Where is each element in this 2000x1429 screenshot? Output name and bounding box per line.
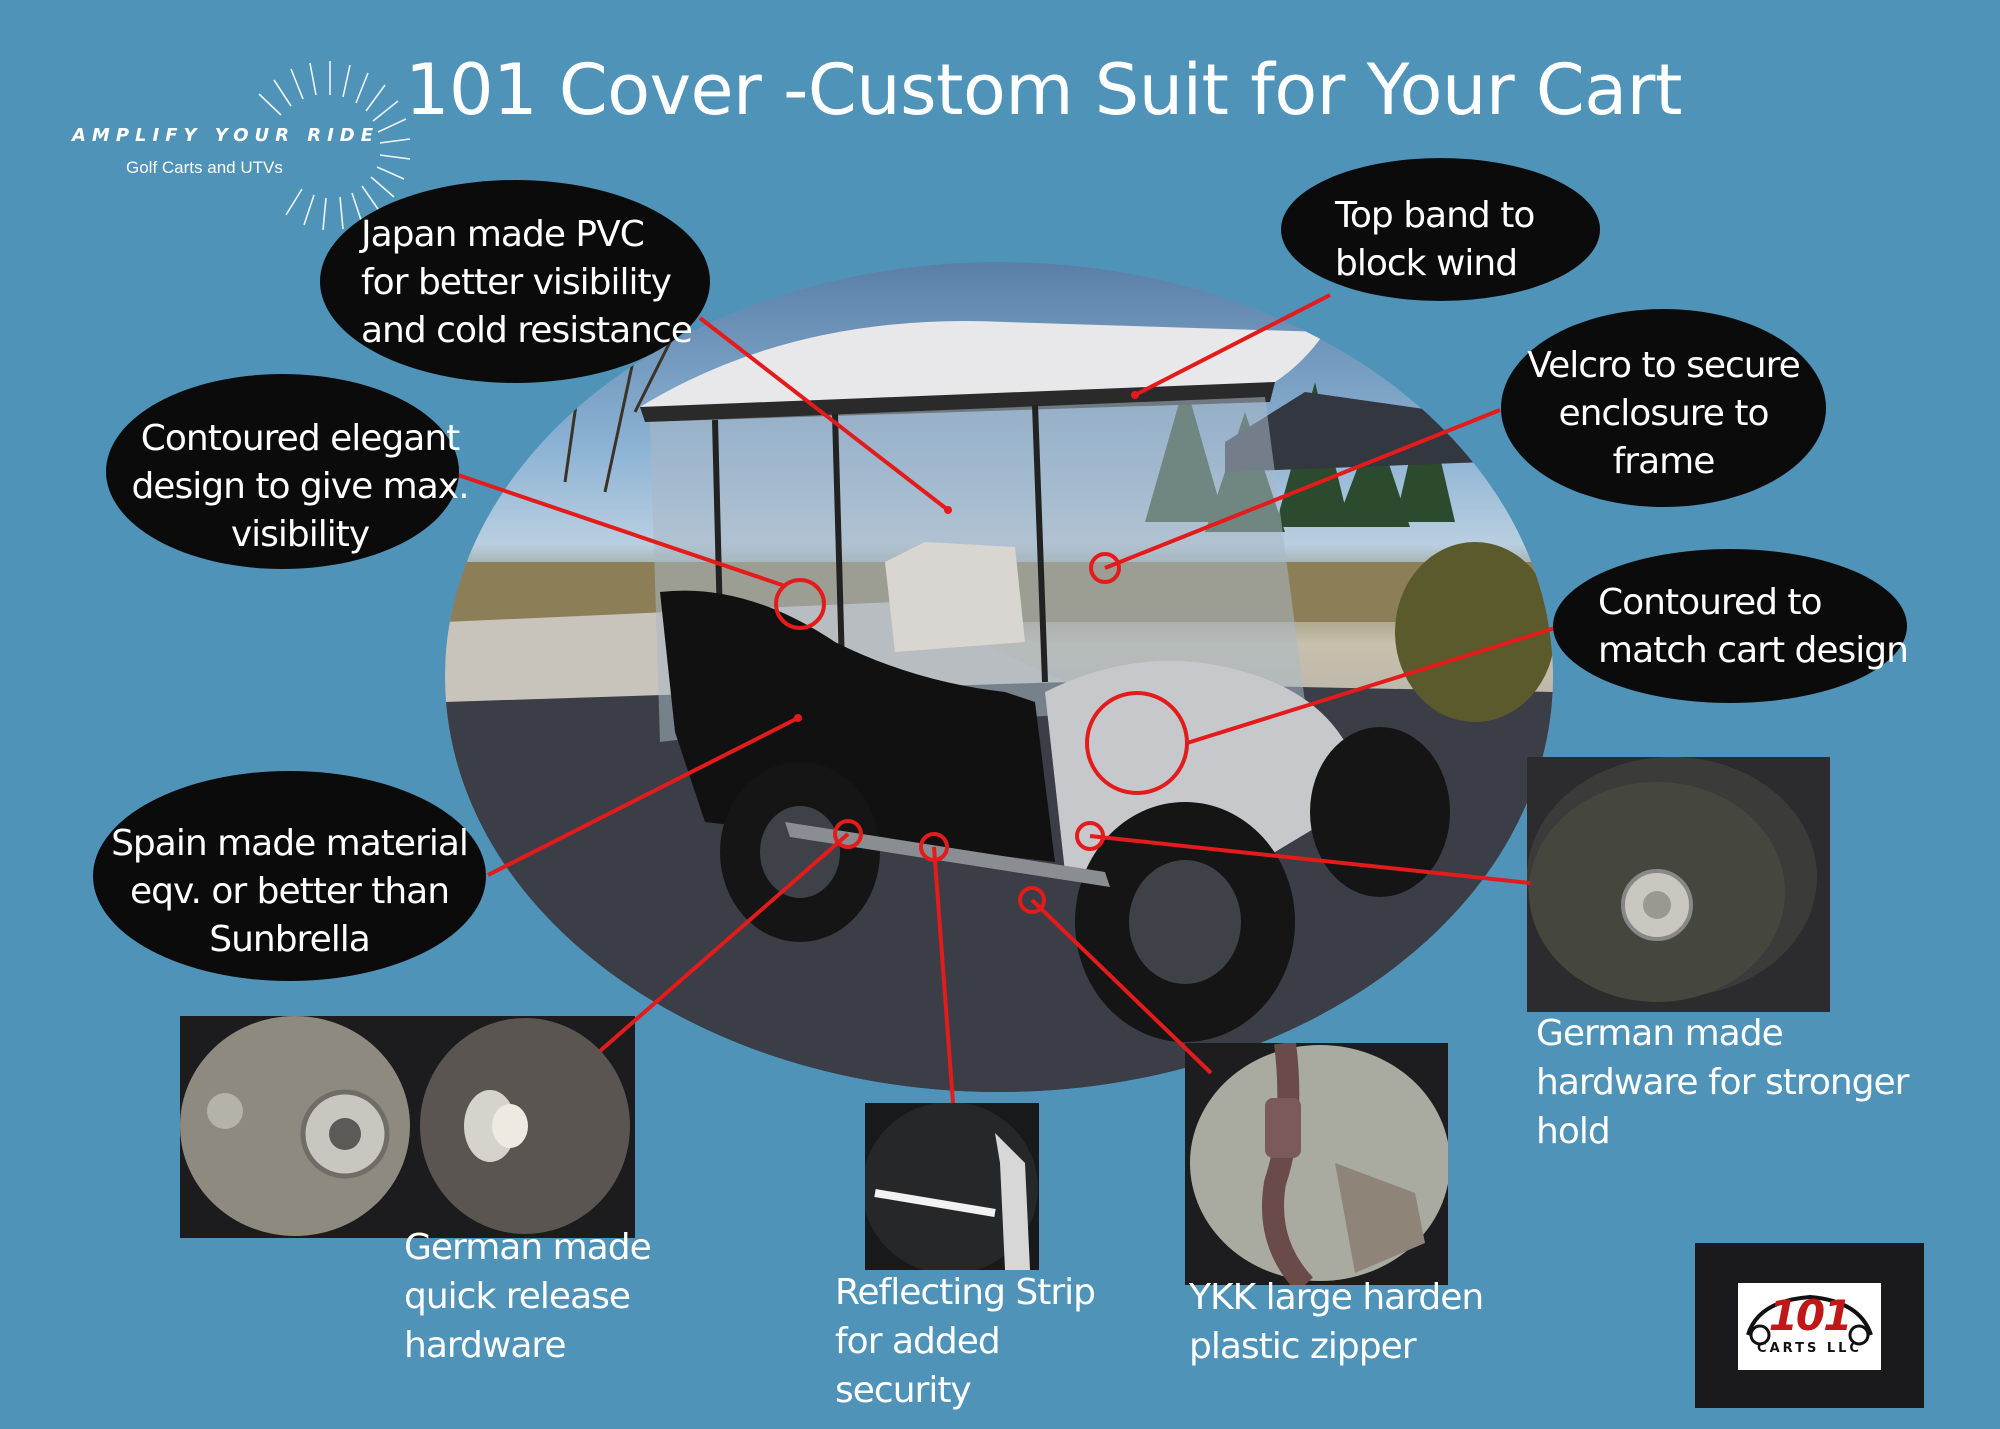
logo-number: 101	[1768, 1291, 1853, 1340]
callout-contoured-match-text: Contoured to match cart design	[1598, 582, 1909, 671]
callout-velcro	[1501, 309, 1826, 507]
inset-snap-hardware	[1527, 757, 1830, 1012]
caption-reflecting: Reflecting Strip for added security	[835, 1272, 1096, 1411]
brand-logo: AMPLIFY YOUR RIDE Golf Carts and UTVs	[60, 55, 420, 245]
callout-pvc	[320, 180, 710, 383]
caption-quick-release: German made quick release hardware	[404, 1227, 652, 1366]
callout-pvc-text: Japan made PVC for better visibility and…	[361, 214, 693, 351]
inset-quick-release	[180, 1016, 635, 1238]
callout-spain-material	[93, 771, 486, 981]
caption-ykk: YKK large harden plastic zipper	[1189, 1277, 1484, 1367]
brand-subtitle: Golf Carts and UTVs	[126, 158, 283, 177]
cart-outline-icon	[1746, 1294, 1873, 1346]
company-logo: 101 CARTS LLC	[1695, 1243, 1924, 1408]
inset-ykk-zipper	[1185, 1043, 1448, 1285]
callout-contoured-design	[106, 374, 459, 569]
sunburst-icon	[258, 61, 411, 231]
caption-german-hold: German made hardware for stronger hold	[1536, 1013, 1909, 1152]
logo-text: CARTS LLC	[1757, 1341, 1862, 1356]
callout-spain-material-text: Spain made material eqv. or better than …	[111, 823, 469, 960]
brand-name: AMPLIFY YOUR RIDE	[72, 125, 380, 146]
callout-top-band	[1281, 158, 1600, 301]
callout-contoured-match	[1553, 549, 1907, 703]
inset-reflecting-strip	[865, 1103, 1039, 1270]
callout-contoured-design-text: Contoured elegant design to give max. vi…	[131, 418, 469, 555]
company-logo-badge: 101 CARTS LLC	[1738, 1283, 1881, 1370]
page-title: 101 Cover -Custom Suit for Your Cart	[405, 49, 1682, 131]
golf-cart-photo	[445, 262, 1553, 1092]
callout-top-band-text: Top band to block wind	[1335, 195, 1535, 284]
callout-velcro-text: Velcro to secure enclosure to frame	[1527, 345, 1801, 482]
